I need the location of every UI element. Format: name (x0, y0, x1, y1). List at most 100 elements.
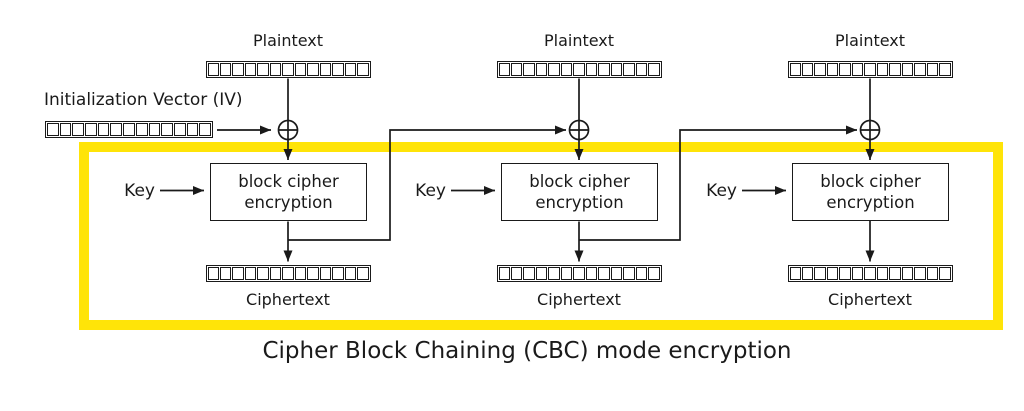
plaintext-block (496, 61, 662, 78)
cipher-box-line1: block cipher (820, 172, 921, 191)
bit-cell (573, 63, 585, 76)
bit-cell (548, 267, 560, 280)
bit-cell (232, 267, 244, 280)
bit-cell (123, 123, 135, 136)
bit-cell (610, 63, 623, 76)
bit-cell (269, 63, 282, 76)
key-label: Key (415, 181, 446, 201)
bit-cell (560, 63, 573, 76)
plaintext-label: Plaintext (543, 31, 615, 50)
bit-cell (148, 123, 161, 136)
bit-cell (59, 123, 72, 136)
block-cipher-encryption-box: block cipher encryption (792, 163, 949, 221)
block-cipher-encryption-box: block cipher encryption (210, 163, 367, 221)
bit-cell (635, 63, 648, 76)
bit-cell (357, 63, 369, 76)
bit-cell (598, 267, 610, 280)
bit-cell (332, 63, 344, 76)
initialization-vector-label: Initialization Vector (IV) (44, 90, 243, 110)
key-label: Key (124, 181, 155, 201)
cipher-box-line2: encryption (535, 193, 624, 212)
bit-cell (72, 123, 85, 136)
bit-cell (939, 63, 951, 76)
bit-cell (357, 267, 369, 280)
bit-cell (282, 63, 294, 76)
bit-cell (257, 63, 269, 76)
bit-cell (319, 267, 332, 280)
bit-cell (814, 267, 826, 280)
bit-cell (199, 123, 211, 136)
bit-cell (510, 267, 523, 280)
bit-cell (573, 267, 585, 280)
bit-cell (839, 267, 851, 280)
bit-cell (901, 267, 914, 280)
bit-cell (510, 63, 523, 76)
bit-cell (585, 63, 598, 76)
bit-cell (85, 123, 97, 136)
bit-cell (282, 267, 294, 280)
ciphertext-label: Ciphertext (537, 290, 621, 309)
bit-cell (789, 267, 801, 280)
bit-cell (926, 267, 939, 280)
bit-cell (244, 63, 257, 76)
bit-cell (319, 63, 332, 76)
cipher-box-line2: encryption (244, 193, 333, 212)
bit-cell (901, 63, 914, 76)
bit-cell (851, 63, 864, 76)
bit-cell (47, 123, 59, 136)
bit-cell (610, 267, 623, 280)
ciphertext-block (496, 265, 662, 282)
plaintext-block (787, 61, 953, 78)
bit-cell (344, 63, 357, 76)
bit-cell (307, 267, 319, 280)
bit-cell (889, 267, 901, 280)
bit-cell (332, 267, 344, 280)
cipher-box-line1: block cipher (529, 172, 630, 191)
bit-cell (548, 63, 560, 76)
bit-cell (939, 267, 951, 280)
bit-cell (207, 63, 219, 76)
bit-cell (294, 267, 307, 280)
bit-cell (244, 267, 257, 280)
bit-cell (851, 267, 864, 280)
bit-cell (789, 63, 801, 76)
xor-icon (859, 119, 881, 141)
bit-cell (498, 63, 510, 76)
bit-cell (914, 63, 926, 76)
xor-icon (277, 119, 299, 141)
ciphertext-block (787, 265, 953, 282)
cipher-box-line2: encryption (826, 193, 915, 212)
bit-cell (257, 267, 269, 280)
bit-cell (207, 267, 219, 280)
bit-cell (864, 267, 876, 280)
bit-cell (173, 123, 186, 136)
bit-cell (648, 63, 660, 76)
bit-cell (560, 267, 573, 280)
bit-cell (219, 63, 232, 76)
bit-cell (864, 63, 876, 76)
bit-cell (135, 123, 148, 136)
bit-cell (186, 123, 199, 136)
bit-cell (535, 63, 548, 76)
bit-cell (623, 267, 635, 280)
bit-cell (523, 267, 535, 280)
bit-cell (110, 123, 123, 136)
bit-cell (219, 267, 232, 280)
bit-cell (294, 63, 307, 76)
bit-cell (635, 267, 648, 280)
bit-cell (876, 63, 889, 76)
bit-cell (585, 267, 598, 280)
block-cipher-encryption-box: block cipher encryption (501, 163, 658, 221)
xor-icon (568, 119, 590, 141)
bit-cell (344, 267, 357, 280)
plaintext-label: Plaintext (252, 31, 324, 50)
bit-cell (598, 63, 610, 76)
bit-cell (814, 63, 826, 76)
diagram-title: Cipher Block Chaining (CBC) mode encrypt… (262, 338, 792, 364)
bit-cell (876, 267, 889, 280)
bit-cell (232, 63, 244, 76)
bit-cell (826, 63, 839, 76)
bit-cell (801, 63, 814, 76)
bit-cell (498, 267, 510, 280)
